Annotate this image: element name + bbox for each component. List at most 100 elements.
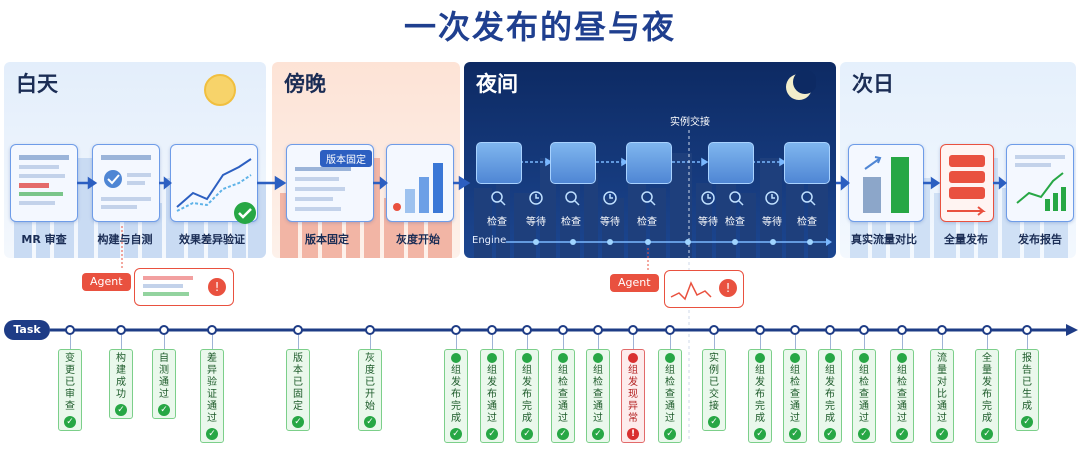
timeline-node [293, 325, 303, 335]
timeline-event: 组检查通过 ✓ [658, 349, 682, 443]
diff-verify-card [170, 144, 258, 224]
build-check-icon [101, 155, 151, 209]
agent-badge: Agent [610, 274, 659, 292]
clock-icon [701, 191, 715, 205]
timeline-node [709, 325, 719, 335]
event-text: 组发布完成 [755, 365, 765, 424]
check-icon: ✓ [896, 428, 908, 440]
check-icon: ✓ [486, 428, 498, 440]
stage-label: 效果差异验证 [179, 233, 245, 246]
timeline-connector [987, 335, 988, 349]
night-label-wait: 等待 [698, 217, 718, 228]
timeline-event: 组发布完成✓ [444, 349, 468, 443]
svg-text:!: ! [215, 280, 220, 294]
warning-icon: ! [627, 428, 639, 440]
traffic-compare-card [848, 144, 924, 222]
timeline-node [365, 325, 375, 335]
timeline-event: 差异验证通过 ✓ [200, 349, 224, 443]
timeline-event: 自测通过✓ [152, 349, 176, 419]
group-icon [825, 353, 835, 363]
timeline-node [593, 325, 603, 335]
event-text: 组检查通过 [558, 365, 568, 424]
timeline-event: 版本已固定✓ [286, 349, 310, 431]
night-label-check: 检查 [487, 217, 507, 228]
warning-icon: ! [208, 278, 226, 296]
bar-chart-icon [393, 163, 443, 213]
timeline-node [65, 325, 75, 335]
warning-icon: ! [719, 279, 737, 297]
timeline-event: 组检查通过✓ [551, 349, 575, 443]
check-icon: ✓ [364, 416, 376, 428]
group-icon [558, 353, 568, 363]
timeline-event: 全量发布完成✓ [975, 349, 999, 443]
timeline-connector [760, 335, 761, 349]
check-icon: ✓ [206, 428, 218, 440]
event-text: 组检查通过 [859, 365, 869, 424]
event-text: 差异验证通过 [207, 353, 217, 424]
check-icon: ✓ [789, 428, 801, 440]
timeline-event: 组检查通过✓ [783, 349, 807, 443]
phase-title-day: 白天 [16, 72, 58, 96]
timeline-event: 组检查通过✓ [890, 349, 914, 443]
phase-title-dusk: 傍晚 [284, 72, 326, 96]
timeline-node [522, 325, 532, 335]
timeline-node [116, 325, 126, 335]
timeline-event: 实例已交接✓ [702, 349, 726, 431]
timeline-connector [527, 335, 528, 349]
check-icon: ✓ [936, 428, 948, 440]
timeline-connector [942, 335, 943, 349]
timeline-node [937, 325, 947, 335]
timeline-connector [298, 335, 299, 349]
timeline-event: 组检查通过✓ [852, 349, 876, 443]
timeline-event: 组发布完成✓ [515, 349, 539, 443]
anomaly-chart-icon: ! [670, 279, 737, 301]
timeline-node [897, 325, 907, 335]
timeline-node [755, 325, 765, 335]
timeline-node [859, 325, 869, 335]
event-text: 灰度已开始 [365, 353, 375, 412]
group-icon [859, 353, 869, 363]
event-text: 自测通过 [159, 353, 169, 400]
agent-anomaly-card: ! [664, 270, 744, 308]
check-icon: ✓ [664, 428, 676, 440]
report-chart-icon [1015, 155, 1066, 211]
night-label-wait: 等待 [762, 217, 782, 228]
group-icon [487, 353, 497, 363]
timeline-connector [212, 335, 213, 349]
stage-label: 真实流量对比 [851, 233, 917, 246]
timeline-connector [70, 335, 71, 349]
stage-label: 版本固定 [305, 233, 349, 246]
server-icon [708, 142, 754, 184]
engine-label: Engine [472, 235, 507, 246]
timeline-node [487, 325, 497, 335]
clock-icon [765, 191, 779, 205]
timeline-connector [864, 335, 865, 349]
timeline-event: 组发布通过✓ [480, 349, 504, 443]
stage-label: MR 审查 [21, 233, 67, 246]
timeline-connector [714, 335, 715, 349]
event-text: 组发现异常 [628, 365, 638, 424]
phase-title-next-day: 次日 [852, 72, 894, 96]
event-text: 构建成功 [116, 353, 126, 400]
timeline-node [558, 325, 568, 335]
night-label-check: 检查 [561, 217, 581, 228]
event-text: 全量发布完成 [982, 353, 992, 424]
timeline-event: 组检查通过✓ [586, 349, 610, 443]
group-icon [628, 353, 638, 363]
timeline-connector [492, 335, 493, 349]
version-lock-badge: 版本固定 [320, 150, 372, 167]
timeline-event: 报告已生成✓ [1015, 349, 1039, 431]
mr-review-card [10, 144, 78, 222]
trend-chart-icon [176, 158, 252, 212]
group-icon [451, 353, 461, 363]
search-icon [729, 191, 744, 206]
night-label-check: 检查 [797, 217, 817, 228]
event-text: 组检查通过 [665, 365, 675, 424]
timeline-node [825, 325, 835, 335]
timeline-connector [598, 335, 599, 349]
phase-title-night: 夜间 [476, 72, 518, 96]
check-icon: ✓ [824, 428, 836, 440]
check-icon: ✓ [708, 416, 720, 428]
night-label-check: 检查 [725, 217, 745, 228]
